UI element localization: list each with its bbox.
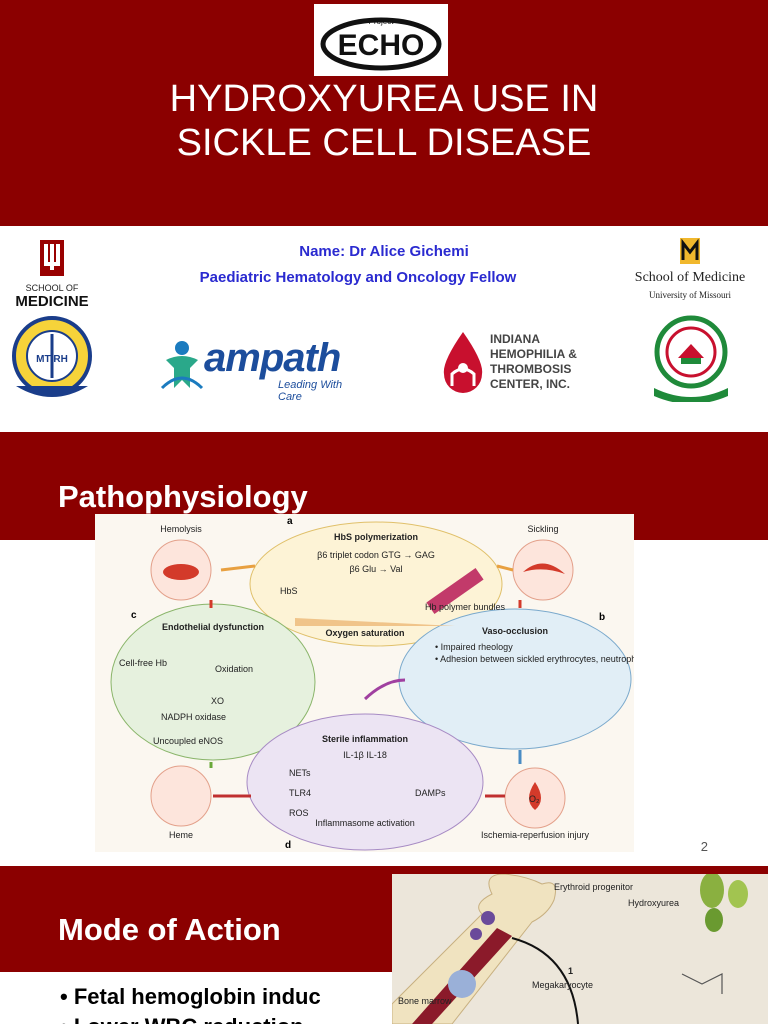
bullet-1: • Fetal hemoglobin induc	[60, 984, 321, 1009]
heme-circle	[150, 765, 212, 827]
damps-label: DAMPs	[415, 788, 446, 798]
pathophysiology-figure: a b c d HbS polymerization β6 triplet co…	[95, 514, 753, 852]
iu-medicine: MEDICINE	[15, 293, 89, 310]
mizzou-school-of-medicine-logo: School of Medicine University of Missour…	[628, 236, 752, 304]
logo-echo-text: ECHO	[338, 29, 425, 62]
mode-of-action-figure: Erythroid progenitor Hydroxyurea Megakar…	[391, 872, 768, 1024]
title-line-1: HYDROXYUREA USE IN	[169, 78, 599, 120]
panel-d-label: d	[285, 840, 291, 851]
ampath-name: ampath	[204, 336, 341, 380]
glu-val-label: β6 Glu → Val	[349, 564, 402, 574]
ros-label: ROS	[289, 808, 309, 818]
page-number: 2	[700, 839, 708, 854]
tlr4-label: TLR4	[289, 788, 311, 798]
oxidation-label: Oxidation	[215, 664, 253, 674]
nets-label: NETs	[289, 768, 311, 778]
sterile-inflammation-label: Sterile inflammation	[322, 734, 408, 744]
il-label: IL-1β IL-18	[343, 750, 387, 760]
bone-marrow-label: Bone marrow	[398, 996, 452, 1006]
moi-university-seal-logo	[648, 314, 734, 404]
megakaryocyte-cell	[448, 970, 476, 998]
iu-trident-icon	[40, 240, 64, 276]
title-slide: Project ECHO HYDROXYUREA USE IN SICKLE C…	[0, 0, 768, 432]
mizzou-univ: University of Missouri	[649, 290, 731, 300]
mtrh-seal-logo: MT RH	[8, 316, 96, 402]
ihtc-line-2: HEMOPHILIA &	[490, 347, 577, 361]
ihtc-logo: INDIANA HEMOPHILIA & THROMBOSIS CENTER, …	[440, 330, 620, 396]
iu-school-of-medicine-logo: SCHOOL OF MEDICINE	[14, 238, 90, 310]
mizzou-m-icon	[680, 238, 700, 264]
endothelial-label: Endothelial dysfunction	[162, 622, 264, 632]
vaso-bullet-2: • Adhesion between sickled erythrocytes,…	[435, 654, 634, 664]
sickling-label: Sickling	[527, 524, 558, 534]
inflammasome-label: Inflammasome activation	[315, 818, 415, 828]
vaso-bullet-1: • Impaired rheology	[435, 642, 513, 652]
bullet-2-text: Lower WBC reduction	[74, 1014, 304, 1024]
pathophysiology-slide: Pathophysiology	[0, 432, 768, 866]
megakaryocyte-label: Megakaryocyte	[532, 980, 593, 990]
ampath-tagline: Leading With Care	[278, 379, 343, 403]
mode-of-action-slide: Mode of Action • Fetal hemoglobin induc …	[0, 866, 768, 1024]
heme-label: Heme	[169, 830, 193, 840]
hbs-polymerization-circle	[249, 521, 503, 647]
bullet-2: • Lower WBC reduction	[60, 1014, 304, 1024]
codon-label: β6 triplet codon GTG → GAG	[317, 550, 435, 560]
xo-label: XO	[211, 696, 224, 706]
oxygen-label: Oxygen saturation	[325, 628, 404, 638]
presenter-role: Paediatric Hematology and Oncology Fello…	[199, 269, 517, 286]
hbs-polymerization-label: HbS polymerization	[334, 532, 418, 542]
o2-label: O₂	[529, 794, 540, 804]
hbs-label: HbS	[280, 586, 298, 596]
panel-a-label: a	[287, 516, 293, 527]
project-echo-logo: Project ECHO	[314, 4, 448, 76]
nadph-label: NADPH oxidase	[161, 712, 226, 722]
ihtc-line-3: THROMBOSIS	[490, 362, 572, 376]
cell-free-label: Cell-free Hb	[119, 658, 167, 668]
ihtc-line-1: INDIANA	[490, 332, 540, 346]
logo-project-text: Project	[369, 17, 395, 26]
title-line-2: SICKLE CELL DISEASE	[176, 122, 592, 164]
ihtc-line-4: CENTER, INC.	[490, 377, 571, 391]
hydroxyurea-label: Hydroxyurea	[628, 898, 679, 908]
erythroid-label: Erythroid progenitor	[554, 882, 633, 892]
polymer-label: Hb polymer bundles	[425, 602, 506, 612]
sterile-inflammation-circle	[246, 713, 484, 851]
bullet-1-text: Fetal hemoglobin induc	[73, 984, 321, 1009]
slide-heading: Mode of Action	[58, 912, 281, 947]
progenitor-cell	[481, 911, 495, 925]
panel-b-label: b	[599, 612, 605, 623]
mtrh-text: MT RH	[36, 354, 68, 365]
endothelial-circle	[110, 603, 316, 761]
hydroxyurea-drop-icon	[700, 872, 724, 908]
presenter-name: Name: Dr Alice Gichemi	[299, 243, 469, 260]
slide-heading: Pathophysiology	[58, 479, 308, 514]
step-1-label: 1	[568, 966, 573, 976]
vaso-occlusion-label: Vaso-occlusion	[482, 626, 548, 636]
sickling-circle	[512, 539, 574, 601]
ampath-figure-icon	[160, 341, 204, 390]
blood-drop-icon	[443, 332, 483, 393]
ischemia-label: Ischemia-reperfusion injury	[481, 830, 590, 840]
uncoupled-label: Uncoupled eNOS	[153, 736, 223, 746]
mizzou-school: School of Medicine	[634, 270, 746, 285]
hemolysis-label: Hemolysis	[160, 524, 202, 534]
ampath-logo: ampath Leading With Care	[160, 336, 360, 403]
iu-school-of: SCHOOL OF	[25, 283, 79, 293]
panel-c-label: c	[131, 610, 137, 621]
